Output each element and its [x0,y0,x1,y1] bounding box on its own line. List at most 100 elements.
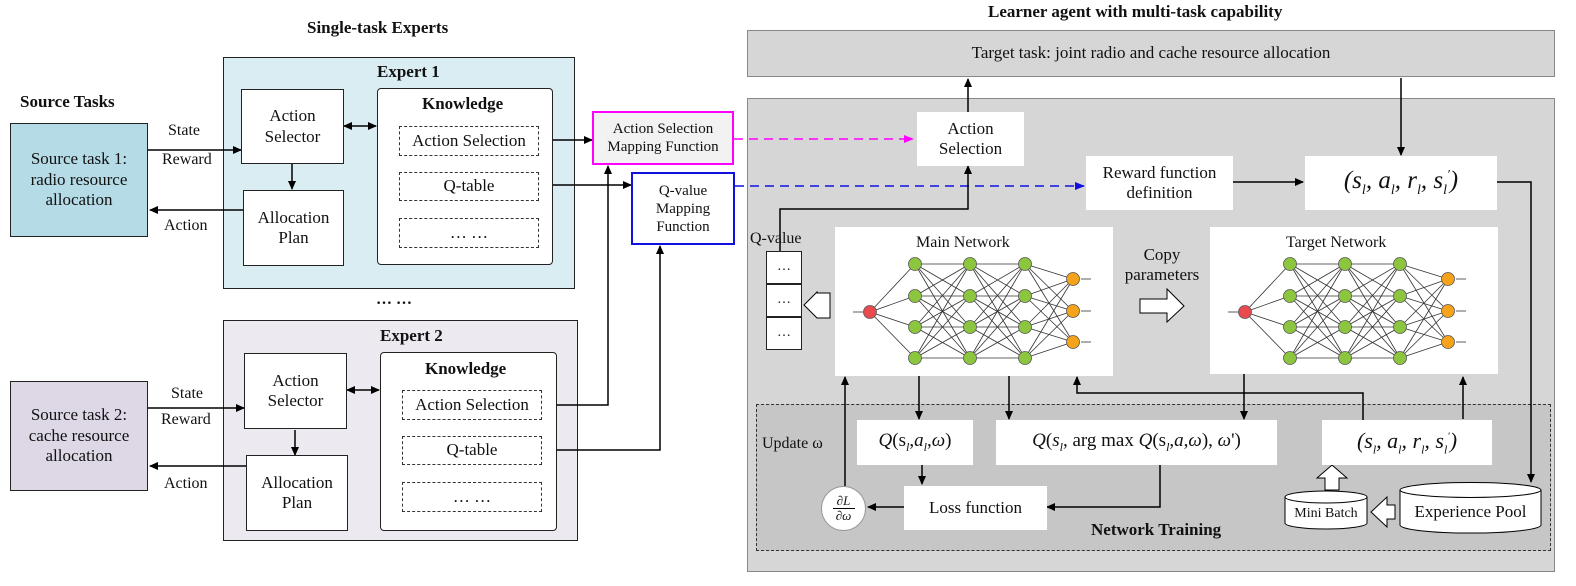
expert-1-allocation-plan: Allocation Plan [243,190,344,266]
source-tasks-header: Source Tasks [20,92,115,111]
network-edge [969,326,1026,359]
network-edge [1024,310,1074,359]
reward-label-2: Reward [161,411,211,428]
arrow-qvalue-to-action-selection [779,165,972,253]
q-value-cell-2: … [766,284,802,317]
target-network-box [1210,227,1498,374]
network-training-label: Network Training [1091,520,1222,539]
network-edge [869,311,916,328]
network-node [1338,257,1352,271]
reward-label-1: Reward [162,151,212,168]
network-edge [914,295,971,359]
network-edge [1289,263,1346,359]
network-edge [1344,295,1401,359]
network-node [1283,351,1297,365]
main-network-graph [853,257,1091,365]
network-edge [914,263,971,359]
block-arrow-copy-parameters [1139,287,1185,324]
sample-tuple-box: (sl, al, rl, sl′) [1322,420,1492,465]
network-node [1283,289,1297,303]
action-selection-mapping-function: Action Selection Mapping Function [592,111,734,165]
network-edge [1399,278,1449,297]
network-edge [969,295,1026,359]
expert-2-more: … … [402,482,542,512]
network-edge [914,263,971,297]
network-node [1018,289,1032,303]
network-node [908,257,922,271]
reward-function-box: Reward function definition [1086,156,1233,210]
network-edge [1399,310,1449,359]
network-node [1283,320,1297,334]
network-edge [969,263,1026,328]
network-edge [1289,326,1346,359]
network-edge [1289,263,1346,297]
network-node [1441,272,1455,286]
arrow-sample-to-main [1073,376,1364,421]
network-edge [969,263,1026,297]
network-node [1441,304,1455,318]
expert-2-q-table: Q-table [402,436,542,465]
expert-2-allocation-plan: Allocation Plan [246,455,348,531]
q-value-cell-3: … [766,317,802,350]
target-task-box: Target task: joint radio and cache resou… [747,30,1555,77]
network-edge [1399,278,1449,359]
expert-1-action-selector: Action Selector [241,89,344,164]
network-node [1393,351,1407,365]
experience-pool: Experience Pool [1399,482,1542,534]
network-edge [1244,311,1291,328]
network-node [908,351,922,365]
expert-1-knowledge-title: Knowledge [422,94,504,113]
network-node [1338,351,1352,365]
network-edge [1289,295,1346,359]
arrow-e2-action-to-asmf [541,165,612,406]
loss-function-box: Loss function [904,486,1047,530]
network-node [1283,257,1297,271]
network-node [1338,289,1352,303]
network-node [963,289,977,303]
expert-2-knowledge-title: Knowledge [425,359,507,378]
gradient-numerator: ∂L [836,493,851,509]
network-node [963,257,977,271]
network-edge [1244,263,1291,313]
network-edge [969,263,1026,359]
arrow-transition-to-experience-pool [1497,181,1535,483]
action-label-1: Action [164,217,208,234]
state-label-1: State [168,122,200,139]
source-task-2: Source task 2: cache resource allocation [10,381,148,491]
network-node [1018,320,1032,334]
experts-ellipsis: … … [376,291,412,308]
network-edge [1344,263,1401,297]
network-node [1338,320,1352,334]
target-network-title: Target Network [1286,234,1387,251]
expert-1-q-table: Q-table [399,172,539,201]
network-edge [1024,278,1074,297]
network-edge [1024,341,1074,359]
network-node [963,351,977,365]
network-edge [869,295,916,313]
network-edge [1289,263,1346,328]
expert-2-action-selection: Action Selection [402,390,542,420]
source-task-1: Source task 1: radio resource allocation [10,123,148,237]
network-edge [914,326,971,359]
network-node [1441,335,1455,349]
block-arrow-main-to-qvalue [803,290,831,319]
expert-2-title: Expert 2 [380,326,443,345]
mini-batch: Mini Batch [1284,490,1368,530]
learner-agent-header: Learner agent with multi-task capability [988,2,1283,21]
arrow-e2-qtable-to-qvmf [541,245,664,451]
copy-parameters-label: Copy parameters [1124,244,1200,284]
action-selection-box: Action Selection [917,112,1024,166]
network-edge [1244,311,1291,359]
network-edge [1344,263,1401,328]
network-edge [1344,263,1401,359]
q-function-box: Q(sl,al,ω) [857,420,973,465]
network-node [1066,304,1080,318]
block-arrow-experience-to-minibatch [1370,495,1396,529]
expert-1-more: … … [399,218,539,248]
network-node [1066,335,1080,349]
network-node [1018,351,1032,365]
expert-2-action-selector: Action Selector [244,353,347,429]
network-edge [1244,295,1291,313]
network-edge [1024,278,1074,359]
